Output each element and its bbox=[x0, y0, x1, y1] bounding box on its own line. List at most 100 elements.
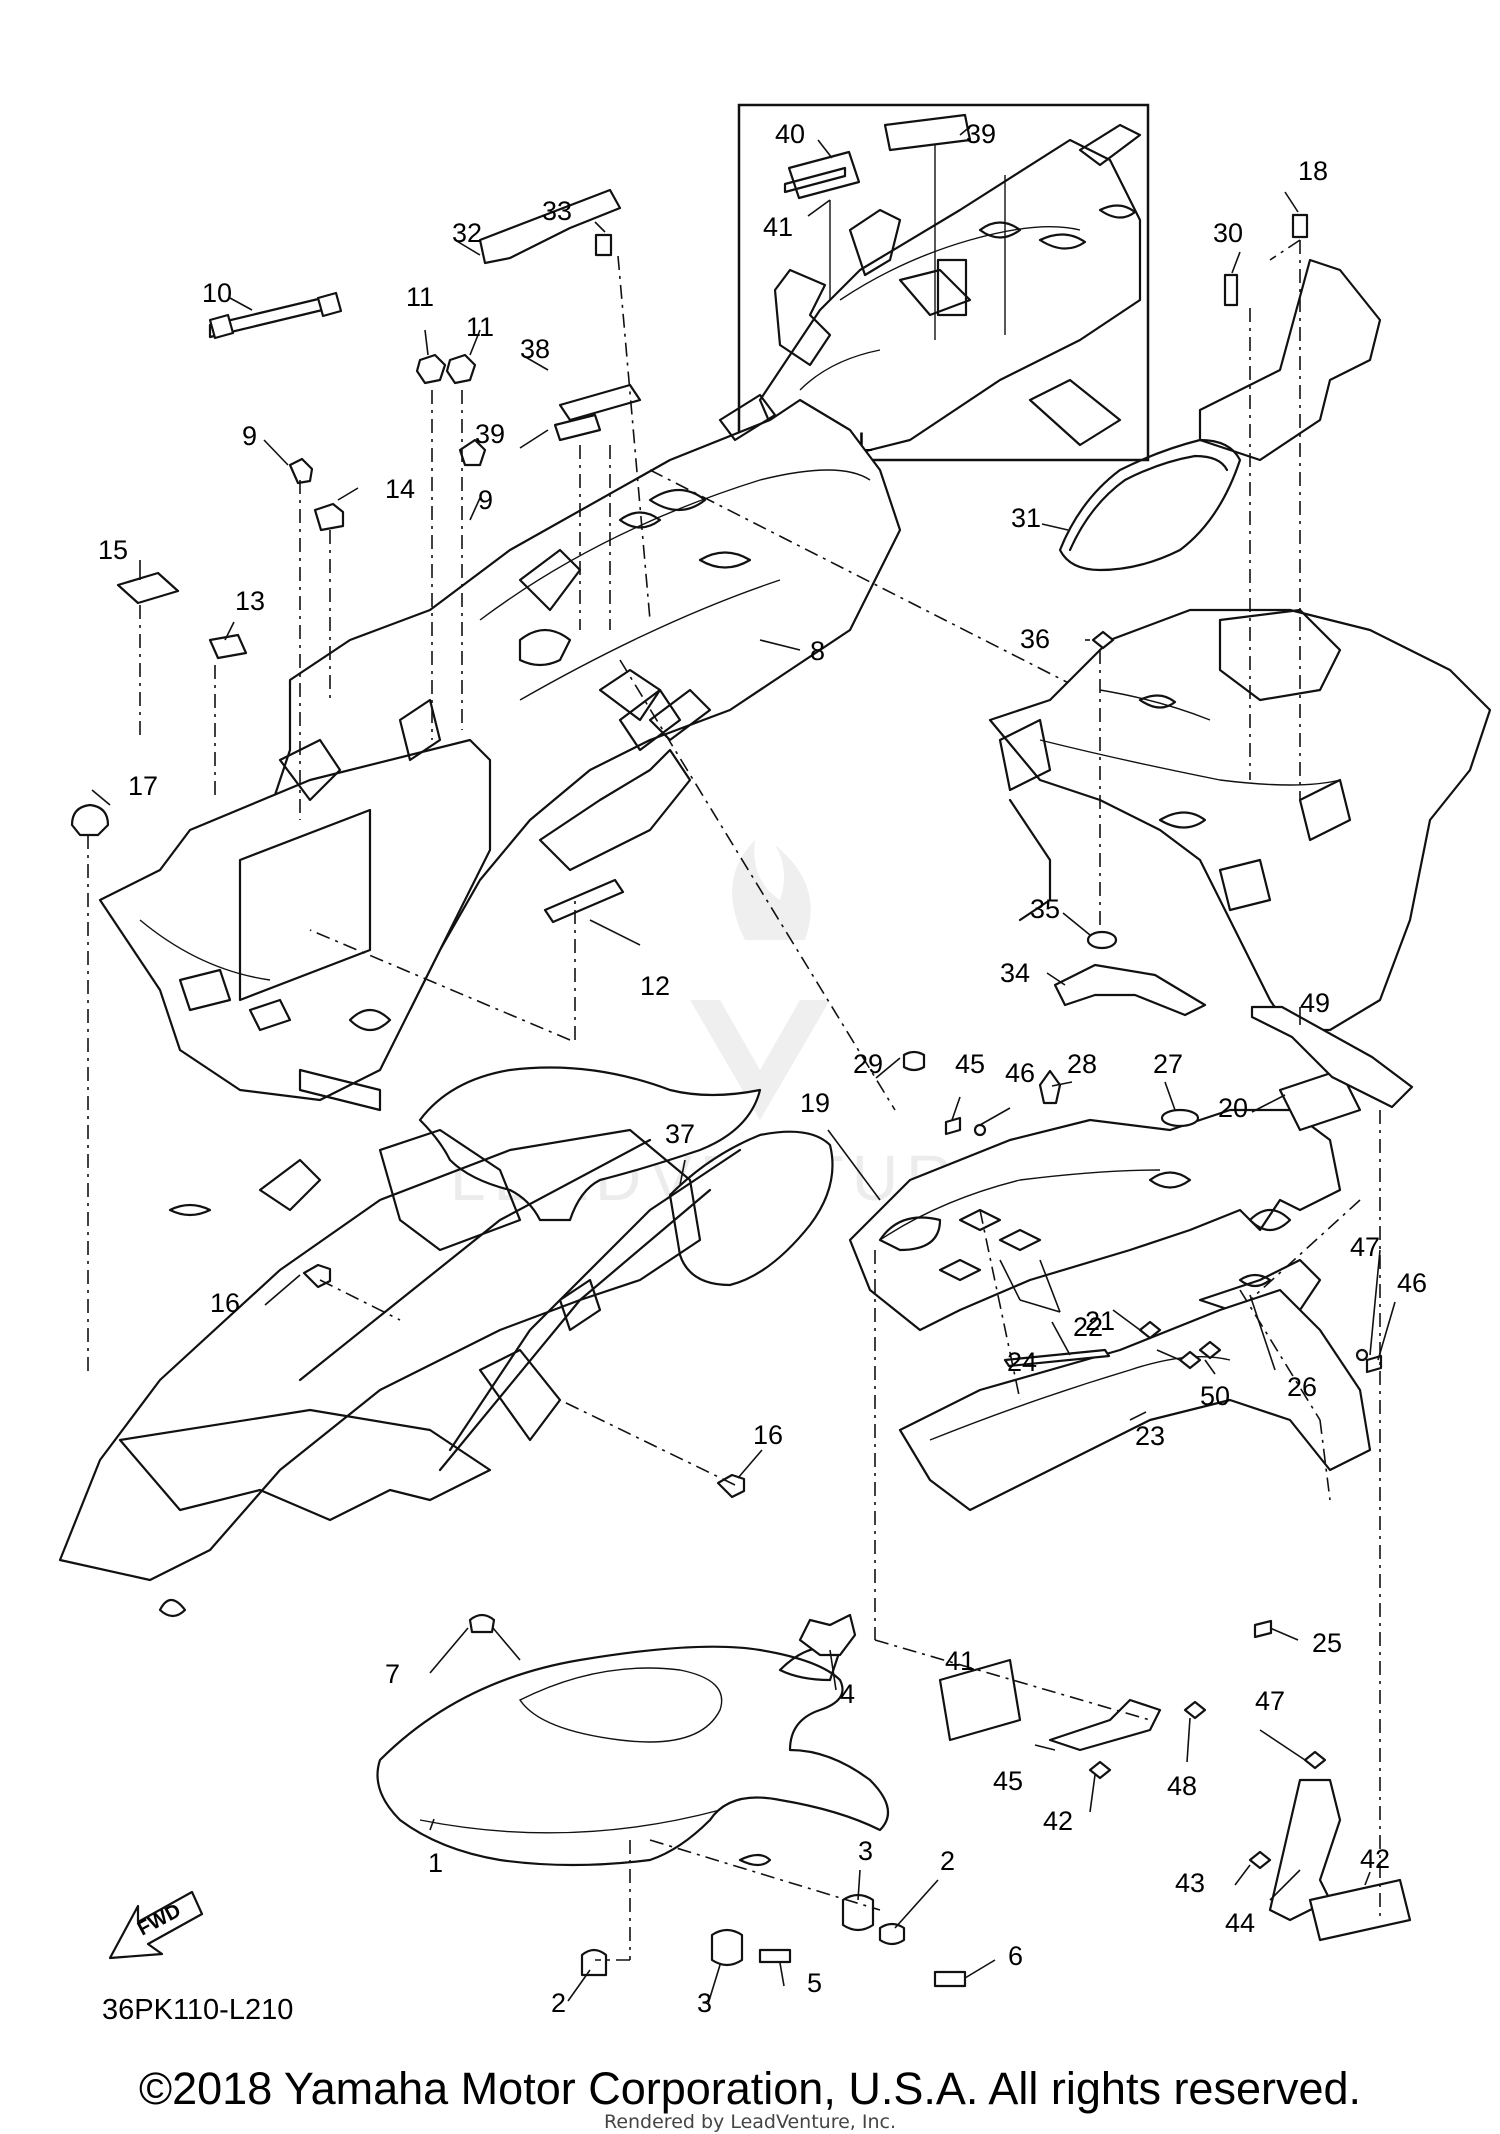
grommet-26 bbox=[1238, 1273, 1272, 1288]
part-14 bbox=[313, 502, 345, 532]
spacer-3b bbox=[841, 1893, 875, 1932]
small-parts-upper-left bbox=[70, 188, 642, 924]
rod-24 bbox=[1003, 1348, 1111, 1368]
callout-30: 30 bbox=[1213, 218, 1243, 248]
callout-19: 19 bbox=[800, 1088, 830, 1118]
nut-21 bbox=[1138, 1320, 1162, 1340]
bolt-45b bbox=[1365, 1354, 1383, 1374]
callout-17: 17 bbox=[128, 771, 158, 801]
clip-11b bbox=[445, 353, 477, 385]
screw-25 bbox=[1253, 1619, 1273, 1639]
bracket-18 bbox=[1198, 258, 1382, 462]
grommet-7 bbox=[468, 1613, 496, 1634]
callout-31: 31 bbox=[1011, 503, 1041, 533]
callout-2b: 2 bbox=[940, 1846, 955, 1876]
fwd-arrow-icon: FWD bbox=[108, 1890, 204, 1960]
callout-27: 27 bbox=[1153, 1049, 1183, 1079]
callout-24: 24 bbox=[1007, 1347, 1037, 1377]
callout-40: 41 bbox=[763, 212, 793, 242]
sticker-39-inset bbox=[787, 150, 861, 200]
callout-8: 8 bbox=[810, 636, 825, 666]
callout-41a: 41 bbox=[945, 1646, 975, 1676]
rear-fender-assembly bbox=[98, 393, 902, 1112]
callout-38: 38 bbox=[520, 334, 550, 364]
nut-49 bbox=[1198, 1340, 1222, 1360]
callout-42a: 42 bbox=[1043, 1806, 1073, 1836]
callout-2a: 2 bbox=[551, 1988, 566, 2018]
bracket-44 bbox=[1048, 1698, 1162, 1752]
rendered-by-credit: Rendered by LeadVenture, Inc. bbox=[603, 2111, 897, 2133]
callout-38-inset: 39 bbox=[966, 119, 996, 149]
bolt-45a bbox=[944, 1116, 962, 1136]
washer-50 bbox=[1178, 1350, 1202, 1370]
callout-16a: 16 bbox=[210, 1288, 240, 1318]
callout-15: 15 bbox=[98, 535, 128, 565]
pad-15 bbox=[116, 571, 180, 605]
subframe-assembly bbox=[58, 1066, 834, 1618]
callout-18: 18 bbox=[1298, 156, 1328, 186]
part-13 bbox=[208, 633, 248, 660]
spacer-3a bbox=[710, 1928, 744, 1967]
rivet-17 bbox=[70, 803, 110, 837]
callout-25: 25 bbox=[1312, 1628, 1342, 1658]
callout-4: 4 bbox=[840, 1679, 855, 1709]
callout-7: 7 bbox=[385, 1659, 400, 1689]
callouts: 1 2 2 3 3 4 5 6 7 8 9 9 10 11 11 12 13 1… bbox=[98, 156, 1427, 2018]
callout-45a: 45 bbox=[955, 1049, 985, 1079]
callout-46a: 46 bbox=[1005, 1058, 1035, 1088]
bracket-32 bbox=[478, 188, 622, 265]
callout-28: 28 bbox=[1067, 1049, 1097, 1079]
nut-36 bbox=[1091, 630, 1115, 650]
callout-21: 21 bbox=[1085, 1306, 1115, 1336]
sticker-38-inset bbox=[883, 113, 972, 152]
callout-11b: 11 bbox=[466, 312, 494, 342]
front-fender-1 bbox=[376, 1645, 890, 1867]
callout-3b: 3 bbox=[858, 1836, 873, 1866]
seat-frame-assembly bbox=[988, 191, 1492, 1032]
callout-16b: 16 bbox=[753, 1420, 783, 1450]
collar-2a bbox=[580, 1948, 608, 1977]
callout-33: 33 bbox=[542, 196, 572, 226]
callout-14: 14 bbox=[385, 474, 415, 504]
callout-42b: 43 bbox=[1175, 1868, 1205, 1898]
callout-43: 44 bbox=[1225, 1908, 1255, 1938]
callout-41b: 42 bbox=[1360, 1844, 1390, 1874]
seal-12 bbox=[543, 878, 625, 924]
nut-42b bbox=[1248, 1850, 1272, 1870]
callout-9a: 9 bbox=[242, 421, 257, 451]
callout-45b: 46 bbox=[1397, 1268, 1427, 1298]
nut-42a bbox=[1088, 1760, 1112, 1780]
bolt-16b bbox=[716, 1473, 746, 1499]
sticker-38 bbox=[558, 383, 642, 422]
callout-6: 6 bbox=[1008, 1941, 1023, 1971]
callout-37: 37 bbox=[665, 1119, 695, 1149]
leaders-upper-left bbox=[87, 221, 1221, 1375]
washer-2b bbox=[878, 1922, 906, 1946]
collar-29 bbox=[902, 1050, 926, 1072]
cap-27 bbox=[1160, 1108, 1200, 1128]
callout-20: 20 bbox=[1218, 1093, 1248, 1123]
callout-5: 5 bbox=[807, 1968, 822, 1998]
callout-3a: 3 bbox=[697, 1988, 712, 2018]
callout-48: 49 bbox=[1300, 988, 1330, 1018]
callout-32: 32 bbox=[452, 218, 482, 248]
sticker-39 bbox=[553, 413, 602, 442]
bolt-6 bbox=[933, 1970, 967, 1988]
callout-9b: 9 bbox=[478, 485, 493, 515]
callout-10: 10 bbox=[202, 278, 232, 308]
nut-47a bbox=[1183, 1700, 1207, 1720]
callout-46b: 47 bbox=[1350, 1232, 1380, 1262]
part-code: 36PK110-L210 bbox=[102, 1994, 293, 2026]
bracket-43 bbox=[1268, 1778, 1342, 1922]
callout-12: 12 bbox=[640, 971, 670, 1001]
callout-35: 35 bbox=[1030, 894, 1060, 924]
callout-26: 26 bbox=[1287, 1372, 1317, 1402]
callout-13: 13 bbox=[235, 586, 265, 616]
band-31 bbox=[1058, 438, 1242, 572]
nut-47b bbox=[1303, 1750, 1327, 1770]
reflector-41a bbox=[938, 1658, 1022, 1742]
washer-46a bbox=[973, 1123, 987, 1137]
callout-29: 29 bbox=[853, 1049, 883, 1079]
screw-33 bbox=[594, 233, 613, 257]
